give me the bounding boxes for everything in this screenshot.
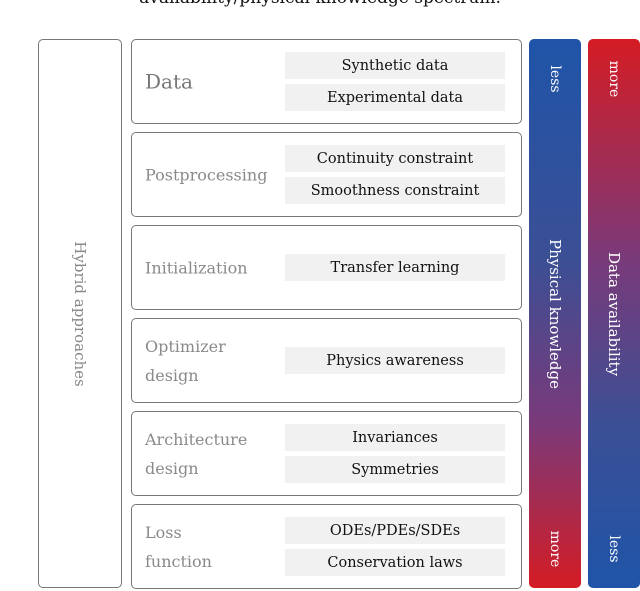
data-availability-title: Data availability xyxy=(605,251,623,376)
item-odes-pdes-sdes: ODEs/PDEs/SDEs xyxy=(285,517,505,544)
row-label-loss-function: Loss function xyxy=(145,522,212,571)
row-items: Invariances Symmetries xyxy=(285,412,505,495)
row-items: Transfer learning xyxy=(285,226,505,309)
figure-caption: availability/physical knowledge spectrum… xyxy=(0,0,640,8)
hybrid-approaches-label: Hybrid approaches xyxy=(71,240,89,387)
row-items: ODEs/PDEs/SDEs Conservation laws xyxy=(285,505,505,588)
row-label-initialization: Initialization xyxy=(145,258,248,277)
row-data: Data Synthetic data Experimental data xyxy=(131,39,522,124)
item-smoothness-constraint: Smoothness constraint xyxy=(285,177,505,204)
data-availability-bottom-label: less xyxy=(606,535,622,563)
item-invariances: Invariances xyxy=(285,424,505,451)
item-experimental-data: Experimental data xyxy=(285,84,505,111)
item-symmetries: Symmetries xyxy=(285,456,505,483)
item-physics-awareness: Physics awareness xyxy=(285,347,505,374)
row-label-postprocessing: Postprocessing xyxy=(145,165,268,184)
data-availability-top-label: more xyxy=(606,60,622,98)
item-transfer-learning: Transfer learning xyxy=(285,254,505,281)
row-loss-function: Loss function ODEs/PDEs/SDEs Conservatio… xyxy=(131,504,522,589)
row-label-optimizer-design: Optimizer design xyxy=(145,336,226,385)
row-architecture-design: Architecture design Invariances Symmetri… xyxy=(131,411,522,496)
physical-knowledge-bar: less Physical knowledge more xyxy=(529,39,581,588)
row-initialization: Initialization Transfer learning xyxy=(131,225,522,310)
row-label-data: Data xyxy=(145,69,193,93)
item-conservation-laws: Conservation laws xyxy=(285,549,505,576)
physical-knowledge-bottom-label: more xyxy=(547,530,563,568)
row-optimizer-design: Optimizer design Physics awareness xyxy=(131,318,522,403)
item-continuity-constraint: Continuity constraint xyxy=(285,145,505,172)
row-items: Continuity constraint Smoothness constra… xyxy=(285,133,505,216)
row-label-architecture-design: Architecture design xyxy=(145,429,248,478)
row-items: Synthetic data Experimental data xyxy=(285,40,505,123)
physical-knowledge-top-label: less xyxy=(547,65,563,93)
physical-knowledge-title: Physical knowledge xyxy=(546,238,564,389)
row-items: Physics awareness xyxy=(285,319,505,402)
item-synthetic-data: Synthetic data xyxy=(285,52,505,79)
row-postprocessing: Postprocessing Continuity constraint Smo… xyxy=(131,132,522,217)
data-availability-bar: more Data availability less xyxy=(588,39,640,588)
hybrid-approaches-box: Hybrid approaches xyxy=(38,39,122,588)
